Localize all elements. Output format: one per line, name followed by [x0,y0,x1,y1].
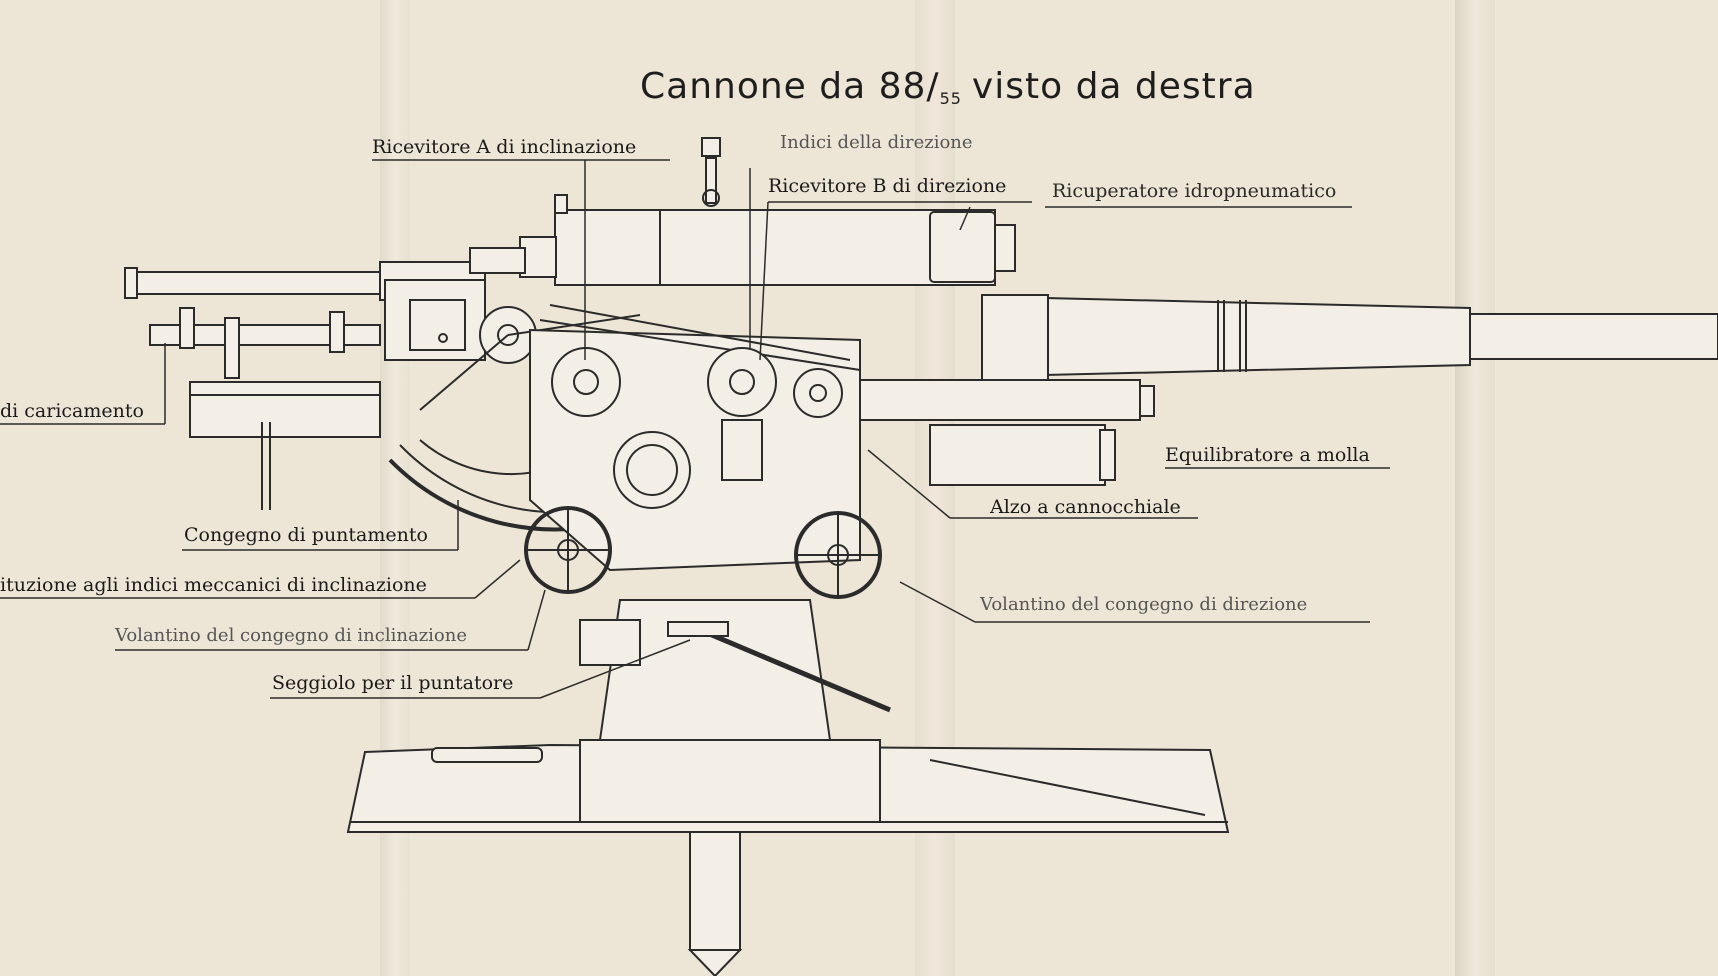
receiver-b-dial [707,347,777,481]
leader-lines [0,159,1390,699]
title-subscript: 55 [939,89,962,108]
sight-mount [793,368,843,418]
equilibrator [849,379,1155,486]
label-indici-meccanici: ituzione agli indici meccanici di inclin… [0,574,427,596]
label-volantino-direzione: Volantino del congegno di direzione [980,594,1308,615]
receiver-a-dial [551,347,621,417]
label-ricuperatore: Ricuperatore idropneumatico [1052,180,1337,202]
page-title: Cannone da 88/55 visto da destra [640,66,1256,108]
label-seggiolo: Seggiolo per il puntatore [272,672,514,694]
barrel [981,294,1718,381]
label-caricamento: di caricamento [0,400,144,422]
breech [384,247,526,361]
upper-carriage [529,304,861,572]
label-congegno-puntamento: Congegno di puntamento [184,524,428,546]
label-equilibratore: Equilibratore a molla [1165,444,1370,466]
label-alzo: Alzo a cannocchiale [990,496,1181,518]
title-prefix: Cannone da 88/ [640,66,940,107]
paper-fold-3 [1455,0,1495,976]
top-sight [701,137,721,207]
recuperator-cylinder [519,194,1016,286]
label-volantino-inclinazione: Volantino del congegno di inclinazione [115,625,468,646]
loading-tray [149,307,381,510]
elevation-handwheel [524,506,612,594]
label-ricevitore-b: Ricevitore B di direzione [768,175,1007,197]
label-indici-direzione: Indici della direzione [780,132,973,153]
title-suffix: visto da destra [971,66,1256,107]
traverse-handwheel [794,511,882,599]
pedestal [579,599,891,741]
label-ricevitore-a: Ricevitore A di inclinazione [372,136,637,158]
base-platform [346,739,1230,976]
